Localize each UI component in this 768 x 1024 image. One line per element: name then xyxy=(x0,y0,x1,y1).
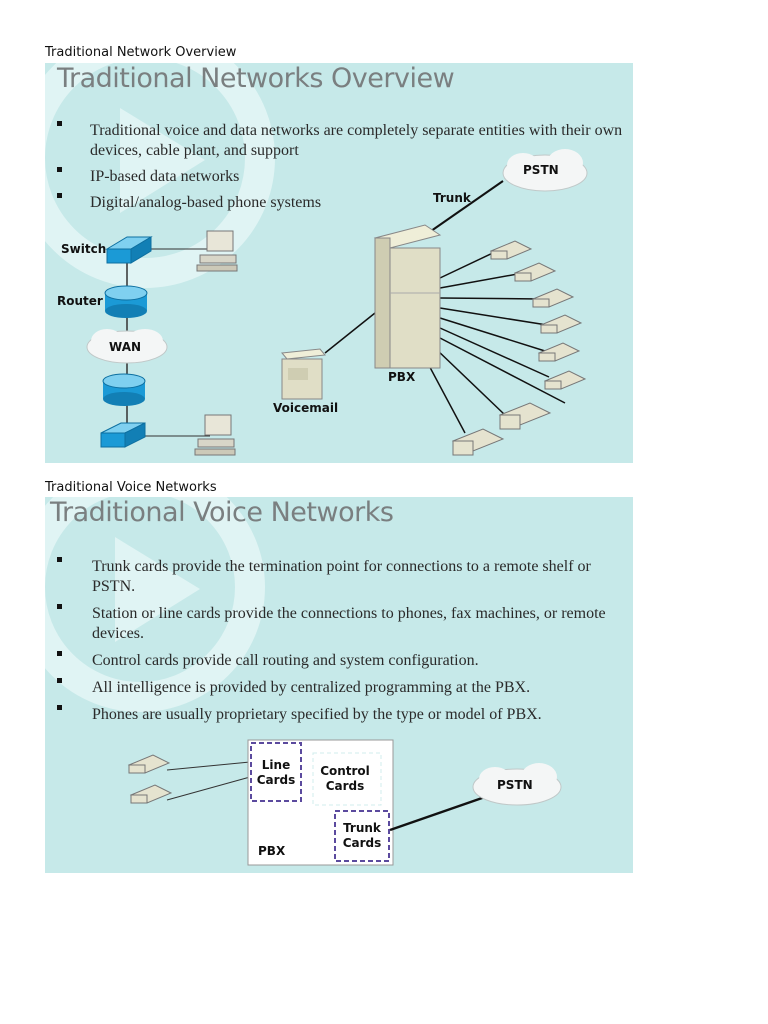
control-cards-label: Cards xyxy=(326,779,365,793)
slide-network-overview: Traditional Networks Overview Traditiona… xyxy=(45,63,633,463)
phone-icon xyxy=(129,784,173,804)
bullet-item: Digital/analog-based phone systems xyxy=(45,193,633,213)
line-cards-label: Cards xyxy=(257,773,296,787)
watermark-play-icon xyxy=(45,63,275,288)
phone-icon xyxy=(513,262,557,282)
bullet-list: Trunk cards provide the termination poin… xyxy=(45,557,633,725)
phone-icon xyxy=(489,240,533,260)
wan-cloud-icon xyxy=(86,329,168,364)
line-cards-label: Line xyxy=(262,758,290,772)
pstn-cloud-icon xyxy=(472,763,562,806)
voicemail-label: Voicemail xyxy=(273,401,338,415)
phone-icon xyxy=(531,288,575,308)
watermark-play-icon xyxy=(45,497,265,712)
pstn-label: PSTN xyxy=(497,778,533,792)
phone-icon xyxy=(127,754,171,774)
slide-title: Traditional Networks Overview xyxy=(57,63,455,94)
line-cards-box xyxy=(250,742,302,802)
trunk-cards-label: Cards xyxy=(343,836,382,850)
bullet-item: Traditional voice and data networks are … xyxy=(45,121,633,161)
bullet-item: All intelligence is provided by centrali… xyxy=(45,678,633,698)
bullet-item: Station or line cards provide the connec… xyxy=(45,604,633,644)
trunk-cards-box xyxy=(334,810,390,862)
computer-icon xyxy=(194,414,236,456)
bullet-item: Control cards provide call routing and s… xyxy=(45,651,633,671)
computer-icon xyxy=(196,230,238,272)
bullet-item: Trunk cards provide the termination poin… xyxy=(45,557,633,597)
switch-icon xyxy=(105,236,153,264)
voicemail-icon xyxy=(281,348,326,400)
pbx-label: PBX xyxy=(258,844,286,858)
router-icon xyxy=(102,373,146,406)
pbx-label: PBX xyxy=(388,370,416,384)
network-diagram: Switch Router WAN PSTN Trunk xyxy=(57,149,588,456)
slide-title: Traditional Voice Networks xyxy=(50,497,394,528)
router-icon xyxy=(104,285,148,318)
switch-label: Switch xyxy=(61,242,106,256)
router-label: Router xyxy=(57,294,103,308)
pbx-tower-icon xyxy=(373,224,442,369)
switch-icon xyxy=(100,422,146,448)
phone-icon xyxy=(539,314,583,334)
caption-network-overview: Traditional Network Overview xyxy=(45,45,237,60)
trunk-cards-label: Trunk xyxy=(343,821,382,835)
fax-icon xyxy=(498,402,552,430)
wan-label: WAN xyxy=(109,340,141,354)
phone-icon xyxy=(537,342,581,362)
bullet-item: IP-based data networks xyxy=(45,167,633,187)
pstn-cloud-icon xyxy=(502,149,588,192)
control-cards-box xyxy=(312,752,382,806)
phone-icon xyxy=(543,370,587,390)
bullet-item: Phones are usually proprietary specified… xyxy=(45,705,633,725)
slide-voice-networks: Traditional Voice Networks Trunk cards p… xyxy=(45,497,633,873)
bullet-list: Traditional voice and data networks are … xyxy=(45,121,633,213)
fax-icon xyxy=(451,428,505,456)
pbx-diagram: Line Cards Control Cards Trunk Cards PBX… xyxy=(127,739,562,866)
trunk-label: Trunk xyxy=(433,191,472,205)
caption-voice-networks: Traditional Voice Networks xyxy=(45,480,217,495)
pstn-label: PSTN xyxy=(523,163,559,177)
control-cards-label: Control xyxy=(320,764,370,778)
